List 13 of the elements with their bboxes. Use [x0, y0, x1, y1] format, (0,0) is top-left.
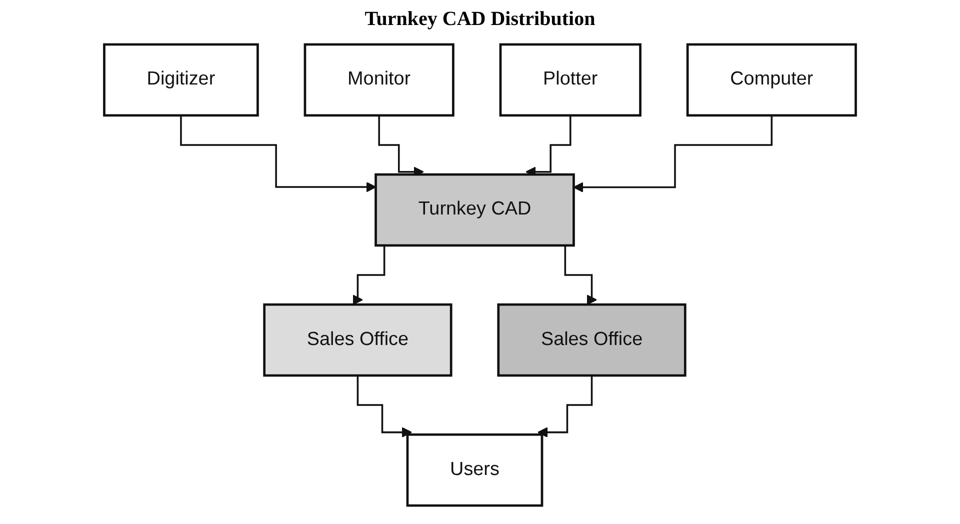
node-box: Monitor	[304, 43, 454, 117]
node-box: Turnkey CAD	[374, 173, 575, 247]
node-box: Computer	[686, 43, 857, 117]
diagram-title: Turnkey CAD Distribution	[364, 8, 596, 31]
node-box: Digitizer	[103, 43, 259, 117]
arrow	[538, 374, 593, 438]
node-box: Sales Office	[497, 303, 686, 377]
node-box: Users	[406, 433, 544, 507]
arrow	[356, 374, 412, 438]
arrow	[573, 114, 773, 192]
arrow	[180, 114, 376, 192]
node-box: Plotter	[499, 43, 642, 117]
node-box: Sales Office	[263, 303, 452, 377]
